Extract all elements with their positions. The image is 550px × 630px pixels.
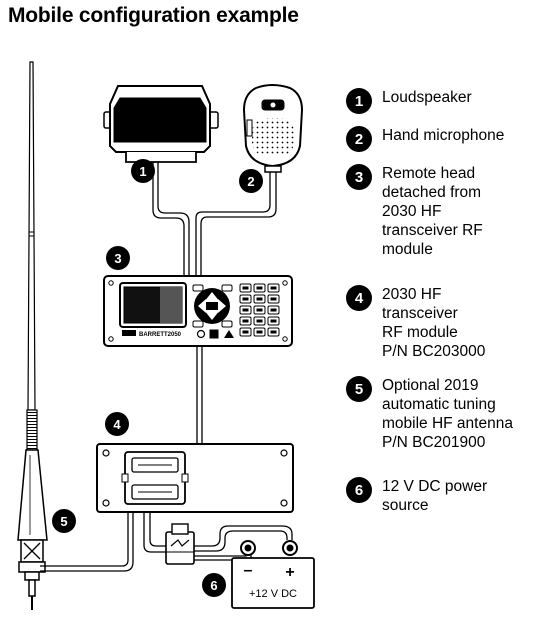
svg-text:6: 6 — [210, 578, 217, 593]
number-keys — [239, 283, 280, 337]
legend-item-power-source: 6 12 V DC power source — [346, 477, 546, 521]
svg-text:3: 3 — [114, 251, 121, 266]
badge-1: 1 — [131, 159, 155, 183]
antenna — [17, 61, 48, 610]
legend-text: Hand microphone — [382, 127, 505, 144]
badge-2: 2 — [239, 169, 263, 193]
legend-badge: 5 — [346, 376, 372, 402]
cables — [40, 160, 293, 572]
hand-microphone — [242, 84, 304, 173]
badge-4: 4 — [105, 412, 129, 436]
keypad-key-glyph — [270, 319, 277, 323]
svg-text:1: 1 — [139, 164, 146, 179]
svg-text:2: 2 — [247, 174, 254, 189]
legend-badge: 6 — [346, 477, 372, 503]
legend-badge: 1 — [346, 88, 372, 114]
legend-badge: 2 — [346, 126, 372, 152]
battery-voltage-label: +12 V DC — [249, 588, 297, 600]
legend-item-loudspeaker: 1 Loudspeaker — [346, 88, 546, 126]
page-title: Mobile configuration example — [8, 4, 299, 27]
legend-badge: 3 — [346, 164, 372, 190]
legend-text: Remote head detached from 2030 HF transc… — [382, 165, 483, 258]
brand-label: BARRETT2050 — [139, 332, 182, 338]
legend-text: Loudspeaker — [382, 89, 472, 106]
keypad-key-glyph — [242, 297, 249, 301]
keypad-key-glyph — [256, 319, 263, 323]
legend-item-remote-head: 3 Remote head detached from 2030 HF tran… — [346, 164, 546, 285]
legend-text: Optional 2019 automatic tuning mobile HF… — [382, 377, 513, 451]
badge-6: 6 — [202, 573, 226, 597]
keypad-key-glyph — [270, 286, 277, 290]
legend-item-rf-module: 4 2030 HF transceiver RF module P/N BC20… — [346, 285, 546, 376]
legend-text: 2030 HF transceiver RF module P/N BC2030… — [382, 286, 486, 360]
keypad-buttons — [192, 284, 234, 339]
loudspeaker — [103, 85, 219, 163]
legend: 1 Loudspeaker 2 Hand microphone 3 Remote… — [346, 88, 546, 521]
legend-badge: 4 — [346, 285, 372, 311]
keypad-key-glyph — [242, 286, 249, 290]
keypad-key-glyph — [242, 319, 249, 323]
keypad-key-glyph — [270, 330, 277, 334]
remote-head: BARRETT2050 — [103, 275, 293, 347]
keypad-key-glyph — [256, 297, 263, 301]
rf-module — [96, 443, 294, 513]
legend-item-antenna: 5 Optional 2019 automatic tuning mobile … — [346, 376, 546, 477]
keypad-key-glyph — [256, 286, 263, 290]
keypad-key-glyph — [270, 297, 277, 301]
keypad-key-glyph — [270, 308, 277, 312]
battery-minus-label: – — [244, 562, 253, 579]
fuse-holder — [165, 523, 195, 565]
badge-3: 3 — [106, 246, 130, 270]
keypad-key-glyph — [256, 330, 263, 334]
svg-text:4: 4 — [113, 417, 121, 432]
keypad-key-glyph — [256, 308, 263, 312]
legend-text: 12 V DC power source — [382, 478, 488, 514]
keypad-key-glyph — [242, 308, 249, 312]
keypad-key-glyph — [242, 330, 249, 334]
svg-text:5: 5 — [60, 514, 67, 529]
legend-item-hand-microphone: 2 Hand microphone — [346, 126, 546, 164]
battery-plus-label: + — [285, 564, 294, 581]
battery: – + +12 V DC — [231, 540, 315, 609]
badge-5: 5 — [52, 509, 76, 533]
